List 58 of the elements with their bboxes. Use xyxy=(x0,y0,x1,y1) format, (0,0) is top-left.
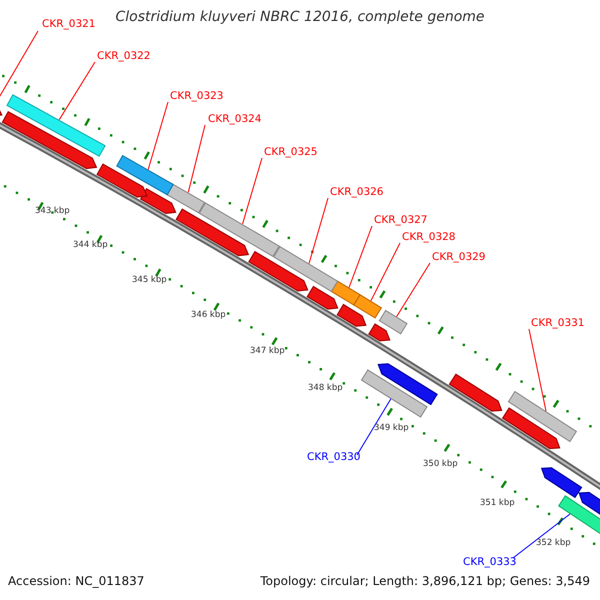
gene-block xyxy=(508,390,578,442)
gene-label: CKR_0329 xyxy=(432,252,486,262)
gene-block xyxy=(2,111,98,170)
position-label: 345 kbp xyxy=(132,276,167,284)
gene-block xyxy=(368,323,391,342)
position-label: 346 kbp xyxy=(191,311,226,320)
leader-line xyxy=(188,124,206,193)
footer-text: Topology: circular; Length: 3,896,121 bp; Genes: 3,549 xyxy=(260,575,590,587)
gene-block xyxy=(96,163,148,198)
leader-line xyxy=(396,262,430,318)
position-label: 351 kbp xyxy=(480,499,515,508)
leader-line xyxy=(58,62,96,120)
position-label: 347 kbp xyxy=(250,347,285,356)
leader-line xyxy=(356,398,392,456)
leader-line xyxy=(370,242,400,302)
gene-block xyxy=(540,467,582,498)
gene-label: CKR_0333 xyxy=(463,557,516,568)
gene-block xyxy=(198,202,280,258)
gene-label: CKR_0321 xyxy=(42,19,96,30)
gene-label: CKR_0324 xyxy=(208,114,262,124)
gene-block xyxy=(164,182,206,214)
gene-block xyxy=(6,94,106,157)
gene-block xyxy=(306,286,338,310)
position-label: 352 kbp xyxy=(536,539,571,548)
gene-block xyxy=(378,310,408,334)
position-label: 348 kbp xyxy=(308,384,343,392)
gene-label: CKR_0323 xyxy=(170,91,224,102)
gene-block xyxy=(378,363,438,406)
leader-line xyxy=(512,513,571,558)
gene-block xyxy=(336,304,367,327)
gene-label: CKR_0322 xyxy=(97,51,150,62)
gene-label: CKR_0328 xyxy=(402,232,456,242)
gene-block xyxy=(248,250,308,292)
footer-text: Accession: NC_011837 xyxy=(8,575,144,587)
leader-line xyxy=(348,226,372,288)
position-label: 350 kbp xyxy=(423,460,458,468)
gene-block xyxy=(360,369,428,418)
gene-block xyxy=(140,188,176,214)
leader-line xyxy=(528,328,546,412)
gene-block xyxy=(448,374,502,412)
gene-label: CKR_0330 xyxy=(307,452,360,462)
leader-line xyxy=(308,198,328,264)
gene-block xyxy=(273,246,338,292)
position-label: 343 kbp xyxy=(35,207,70,216)
gene-label: CKR_0326 xyxy=(330,187,384,198)
gene-label: CKR_0331 xyxy=(531,318,584,328)
gene-block xyxy=(353,294,382,319)
gene-block xyxy=(502,407,560,450)
leader-line xyxy=(242,158,262,224)
gene-label: CKR_0325 xyxy=(264,147,318,158)
position-label: 349 kbp xyxy=(374,424,409,432)
title: Clostridium kluyveri NBRC 12016, complete genome xyxy=(114,10,486,24)
gene-block xyxy=(330,280,361,306)
leader-line xyxy=(148,102,168,170)
gene-block xyxy=(176,208,250,256)
position-label: 344 kbp xyxy=(73,241,108,250)
gene-label: CKR_0327 xyxy=(374,215,428,226)
gene-block xyxy=(116,154,174,196)
